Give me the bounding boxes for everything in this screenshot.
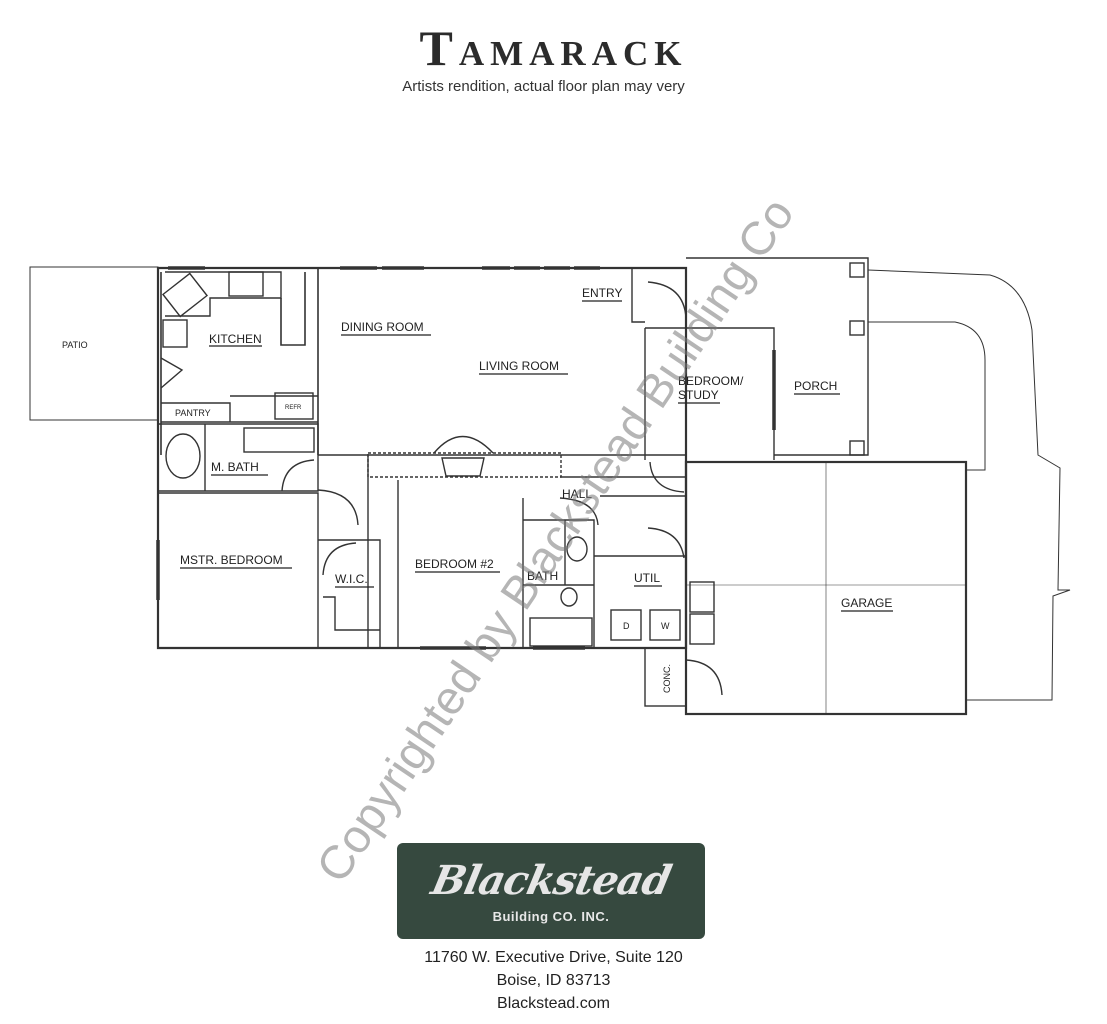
room-label-wic: W.I.C. [335, 572, 368, 586]
bath-walls [523, 519, 595, 648]
room-label-dryer: D [623, 621, 630, 631]
bathtub [529, 617, 593, 647]
room-label-entry: ENTRY [582, 286, 622, 300]
walkway-edge [868, 321, 986, 471]
conc-pad [644, 647, 687, 707]
door-swing-util [647, 527, 685, 559]
door-swing-hall [559, 497, 599, 526]
room-label-porch: PORCH [794, 379, 837, 393]
sink [162, 272, 208, 318]
room-label-bath: BATH [527, 569, 558, 583]
room-label-washer: W [661, 621, 670, 631]
refr-box [274, 392, 314, 420]
patio-slab [29, 266, 159, 421]
plan-title: Tamarack [419, 20, 688, 76]
porch-outline [686, 257, 869, 456]
driveway-edge [867, 269, 1071, 701]
stove [228, 271, 264, 297]
room-label-bedroom2: BEDROOM #2 [415, 557, 494, 571]
entry-door [647, 281, 687, 319]
address-line-street: 11760 W. Executive Drive, Suite 120 [424, 949, 683, 966]
porch-post-3 [849, 440, 865, 456]
mbath-walls [158, 423, 319, 492]
logo-company-name: Building CO. INC. [492, 909, 610, 924]
porch-post-1 [849, 262, 865, 278]
util-walls [594, 555, 687, 648]
address-line-city: Boise, ID 83713 [496, 972, 611, 989]
dryer [610, 609, 642, 641]
door-swing-kitchen [160, 357, 184, 389]
door-swing-mbath [317, 489, 359, 526]
bath-sink [566, 536, 588, 562]
door-swing-bed-study [649, 461, 685, 493]
company-address: 11760 W. Executive Drive, Suite 120 Bois… [0, 946, 1107, 1015]
room-label-conc: CONC. [662, 664, 672, 693]
garage-divider [686, 462, 966, 714]
door-swing-wic [322, 542, 357, 576]
room-label-bedroom-study-2: STUDY [678, 388, 719, 402]
room-label-kitchen: KITCHEN [209, 332, 262, 346]
room-label-mstr-bedroom: MSTR. BEDROOM [180, 553, 283, 567]
vanity [243, 427, 315, 453]
water-heater-2 [689, 613, 715, 645]
toilet [560, 587, 578, 607]
room-label-m-bath: M. BATH [211, 460, 259, 474]
logo-wordmark: Blackstead [427, 857, 675, 904]
room-label-dining-room: DINING ROOM [341, 320, 424, 334]
room-label-hall: HALL [562, 487, 592, 501]
room-label-pantry: PANTRY [175, 408, 211, 418]
porch-post-2 [849, 320, 865, 336]
plan-subtitle: Artists rendition, actual floor plan may… [402, 78, 685, 95]
room-label-living-room: LIVING ROOM [479, 359, 559, 373]
wic-walls [318, 539, 381, 648]
room-label-util: UTIL [634, 571, 660, 585]
room-label-refr: REFR [285, 405, 302, 411]
water-heater-1 [689, 581, 715, 613]
refrigerator-frame [162, 319, 188, 348]
room-label-garage: GARAGE [841, 596, 892, 610]
room-label-patio: PATIO [62, 340, 88, 350]
pantry-wall [161, 395, 318, 423]
address-line-website: Blackstead.com [497, 995, 610, 1012]
hall-walls [318, 454, 686, 648]
washer [649, 609, 681, 641]
fireplace [433, 436, 494, 477]
mstr-walls [158, 492, 319, 648]
garage-door-swing [685, 659, 723, 696]
fireplace-hearth [367, 452, 562, 478]
company-logo: Blackstead Building CO. INC. [397, 843, 705, 939]
tub [165, 433, 201, 479]
room-label-bedroom-study-1: BEDROOM/ [678, 374, 744, 388]
